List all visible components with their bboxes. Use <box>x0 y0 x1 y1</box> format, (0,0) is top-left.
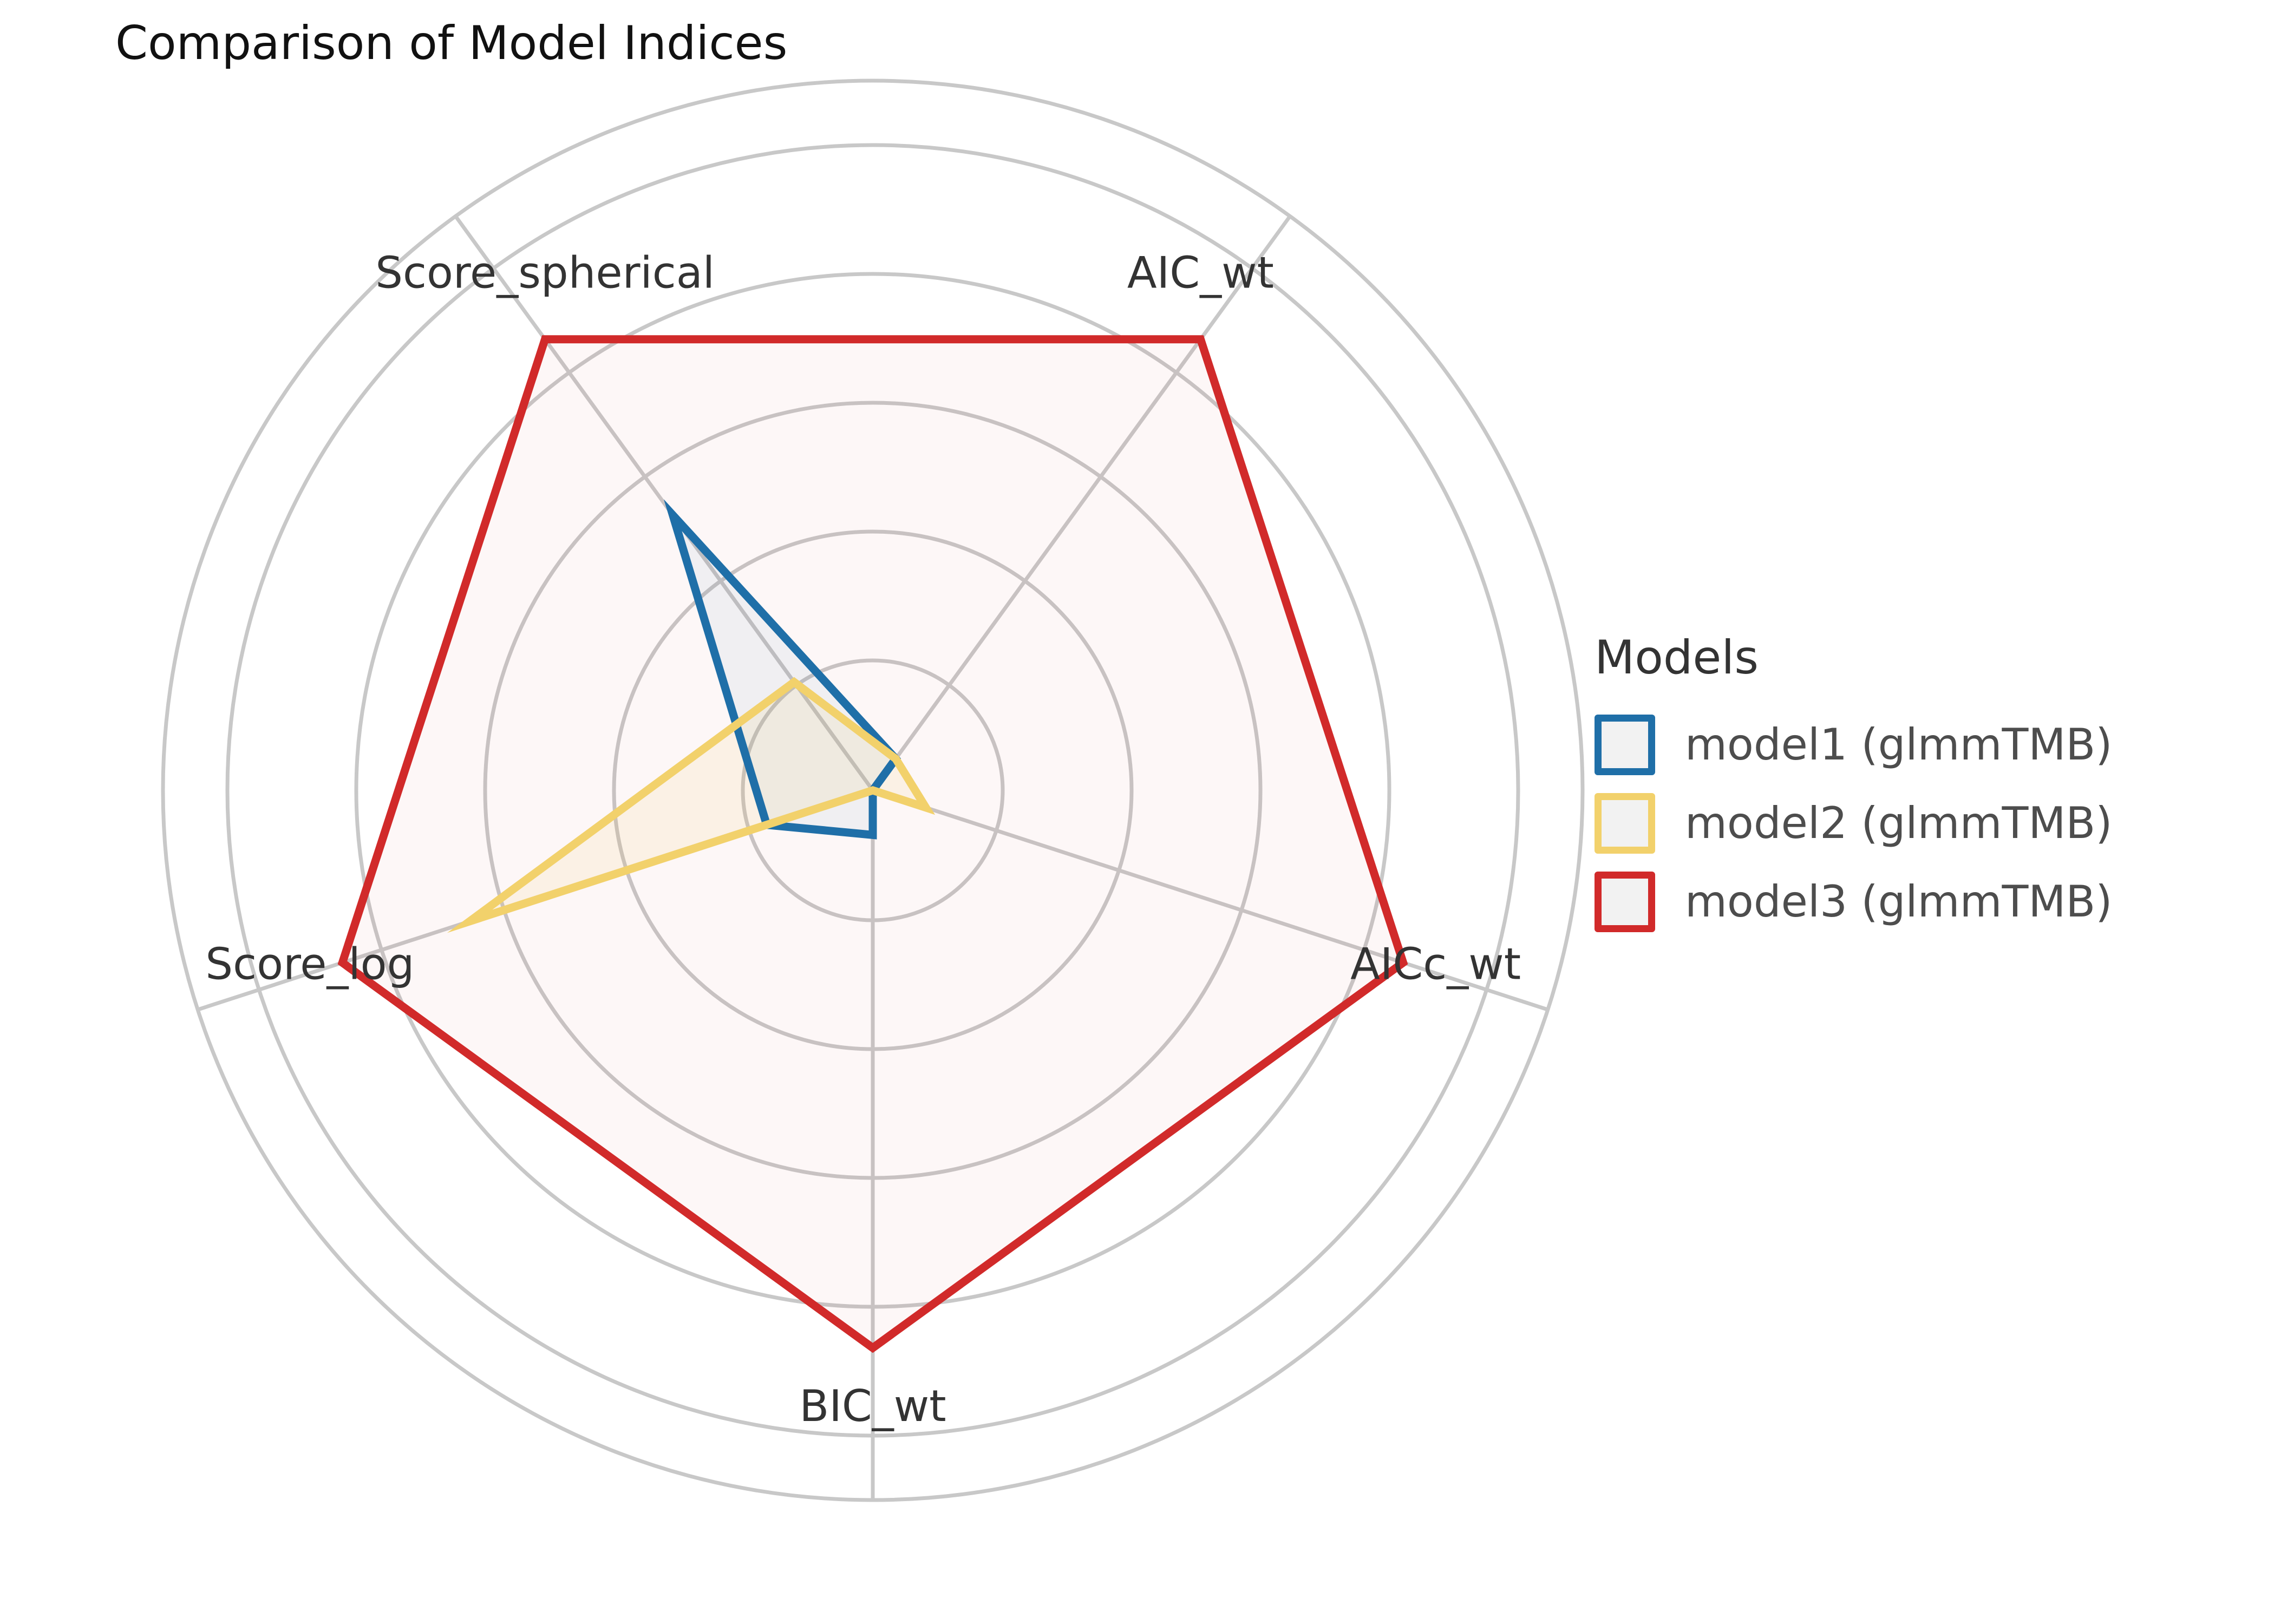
radar-grid <box>161 78 1585 1502</box>
grid-spoke-aic-wt <box>871 215 1292 792</box>
axis-label-score-spherical: Score_spherical <box>375 248 715 298</box>
series-fill-3 <box>342 339 1403 1348</box>
grid-spoke-aicc-wt <box>872 788 1548 1012</box>
series-line-1 <box>663 499 901 840</box>
grid-spoke-score-spherical <box>454 215 874 792</box>
series-line-3 <box>337 335 1408 1353</box>
axis-label-score-log: Score_log <box>205 939 414 989</box>
series-lines <box>337 335 1408 1353</box>
legend-item-model1: model1 (glmmTMB) <box>1595 705 2113 784</box>
legend-items: model1 (glmmTMB) model2 (glmmTMB) model3 (… <box>1595 705 2113 941</box>
legend-swatch-model2 <box>1595 793 1655 854</box>
legend-title: Models <box>1595 631 1759 685</box>
axis-label-aicc-wt: AICc_wt <box>1350 939 1521 989</box>
legend-label-model2: model2 (glmmTMB) <box>1685 798 2113 848</box>
series-fill-2 <box>469 682 926 921</box>
series-fills <box>342 339 1403 1348</box>
series-line-2 <box>447 677 936 933</box>
axis-label-aic-wt: AIC_wt <box>1127 248 1274 298</box>
legend-swatch-model1 <box>1595 714 1655 775</box>
legend-label-model1: model1 (glmmTMB) <box>1685 719 2113 770</box>
chart-title: Comparison of Model Indices <box>115 16 788 70</box>
legend-item-model2: model2 (glmmTMB) <box>1595 784 2113 862</box>
legend-item-model3: model3 (glmmTMB) <box>1595 862 2113 941</box>
legend-swatch-model3 <box>1595 871 1655 932</box>
axis-label-bic-wt: BIC_wt <box>799 1381 946 1431</box>
legend-label-model3: model3 (glmmTMB) <box>1685 876 2113 927</box>
series-fill-1 <box>672 515 896 835</box>
legend: Models model1 (glmmTMB)model2 (glmmTMB)m… <box>1595 631 2113 941</box>
